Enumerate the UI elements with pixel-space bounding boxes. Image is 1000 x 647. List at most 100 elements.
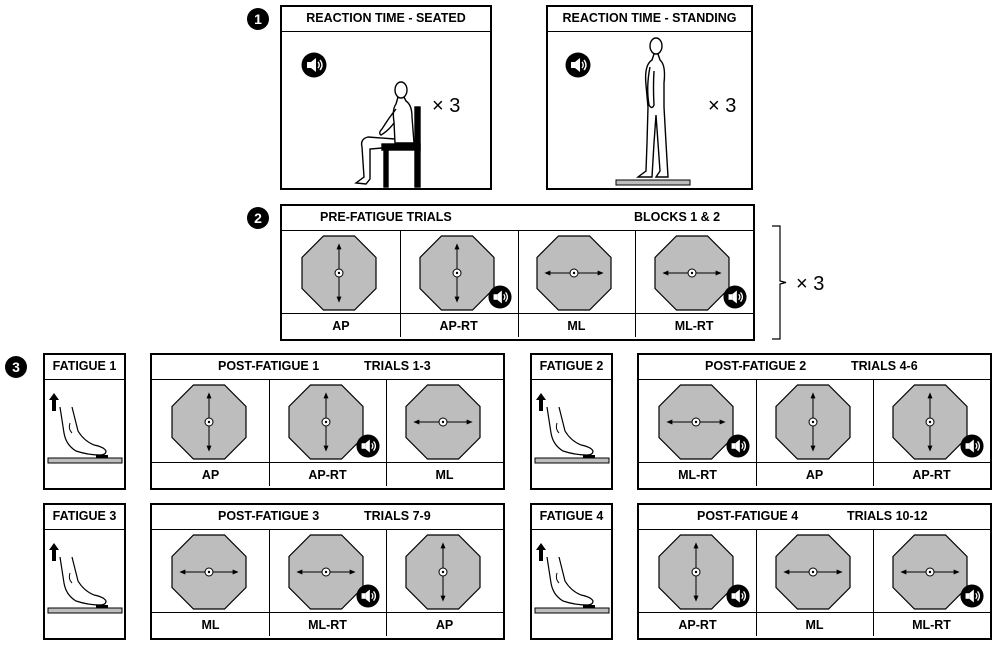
post-fatigue-trials: TRIALS 10-12 xyxy=(847,509,928,523)
post-fatigue-condition-label: AP xyxy=(435,618,454,632)
post-fatigue-title: POST-FATIGUE 4 xyxy=(697,509,799,523)
fatigue-panel: FATIGUE 1 xyxy=(43,353,126,490)
reaction-standing-panel: REACTION TIME - STANDING × 3 xyxy=(546,5,753,190)
speaker-icon xyxy=(356,434,380,458)
fatigue-title: FATIGUE 2 xyxy=(532,355,611,380)
repeat-bracket xyxy=(772,225,787,340)
pre-fatigue-cell-divider xyxy=(517,231,519,337)
octagon-target-icon xyxy=(536,235,612,311)
octagon-target-icon xyxy=(287,384,364,460)
fatigue-panel: FATIGUE 4 xyxy=(530,503,613,640)
standing-person-icon xyxy=(615,37,691,186)
pre-fatigue-condition-label: ML-RT xyxy=(674,319,714,333)
speaker-icon xyxy=(301,52,327,78)
pre-fatigue-condition-label: AP-RT xyxy=(439,319,478,333)
foot-raise-icon xyxy=(47,543,123,614)
pre-fatigue-reps: × 3 xyxy=(796,273,825,295)
fatigue-title: FATIGUE 1 xyxy=(45,355,124,380)
post-fatigue-header: POST-FATIGUE 1 TRIALS 1-3 xyxy=(152,355,503,380)
reaction-standing-title: REACTION TIME - STANDING xyxy=(548,7,751,32)
post-fatigue-header: POST-FATIGUE 2 TRIALS 4-6 xyxy=(639,355,990,380)
post-fatigue-label-divider xyxy=(152,612,503,613)
step-2-marker: 2 xyxy=(247,207,269,229)
pre-fatigue-condition-label: ML xyxy=(567,319,586,333)
reaction-seated-panel: REACTION TIME - SEATED × 3 xyxy=(280,5,492,190)
post-fatigue-cell-divider xyxy=(269,380,270,486)
speaker-icon xyxy=(726,434,750,458)
post-fatigue-trials: TRIALS 4-6 xyxy=(851,359,918,373)
post-fatigue-header: POST-FATIGUE 3 TRIALS 7-9 xyxy=(152,505,503,530)
post-fatigue-label-divider xyxy=(639,612,990,613)
reaction-seated-title: REACTION TIME - SEATED xyxy=(282,7,490,32)
pre-fatigue-panel: PRE-FATIGUE TRIALS BLOCKS 1 & 2 AP AP-RT… xyxy=(280,204,755,341)
step-3-marker: 3 xyxy=(5,356,27,378)
speaker-icon xyxy=(487,285,512,309)
seated-reps: × 3 xyxy=(432,95,461,117)
post-fatigue-condition-label: ML xyxy=(435,468,454,482)
foot-raise-icon xyxy=(47,393,123,464)
post-fatigue-label-divider xyxy=(152,462,503,463)
octagon-target-icon xyxy=(774,534,851,610)
fatigue-panel: FATIGUE 3 xyxy=(43,503,126,640)
post-fatigue-trials: TRIALS 1-3 xyxy=(364,359,431,373)
post-fatigue-cell-divider xyxy=(873,530,874,636)
post-fatigue-cell-divider xyxy=(756,380,757,486)
fatigue-title: FATIGUE 3 xyxy=(45,505,124,530)
octagon-target-icon xyxy=(419,235,495,311)
post-fatigue-condition-label: ML-RT xyxy=(308,618,347,632)
post-fatigue-condition-label: AP-RT xyxy=(678,618,717,632)
foot-raise-icon xyxy=(534,543,610,614)
pre-fatigue-cell-divider xyxy=(399,231,401,337)
post-fatigue-condition-label: ML xyxy=(805,618,824,632)
octagon-target-icon xyxy=(891,384,968,460)
pre-fatigue-condition-label: AP xyxy=(332,319,350,333)
octagon-target-icon xyxy=(404,384,481,460)
foot-raise-icon xyxy=(534,393,610,464)
post-fatigue-condition-label: ML-RT xyxy=(912,618,951,632)
octagon-target-icon xyxy=(170,384,247,460)
post-fatigue-cell-divider xyxy=(873,380,874,486)
post-fatigue-condition-label: AP-RT xyxy=(912,468,951,482)
speaker-icon xyxy=(356,584,380,608)
fatigue-panel: FATIGUE 2 xyxy=(530,353,613,490)
octagon-target-icon xyxy=(287,534,364,610)
octagon-target-icon xyxy=(891,534,968,610)
post-fatigue-condition-label: AP-RT xyxy=(308,468,347,482)
octagon-target-icon xyxy=(774,384,851,460)
post-fatigue-panel: POST-FATIGUE 3 TRIALS 7-9 ML ML-RT AP xyxy=(150,503,505,640)
post-fatigue-condition-label: ML-RT xyxy=(678,468,717,482)
post-fatigue-cell-divider xyxy=(756,530,757,636)
post-fatigue-panel: POST-FATIGUE 1 TRIALS 1-3 AP AP-RT ML xyxy=(150,353,505,490)
post-fatigue-condition-label: AP xyxy=(201,468,220,482)
pre-fatigue-cell-divider xyxy=(635,231,637,337)
fatigue-title: FATIGUE 4 xyxy=(532,505,611,530)
post-fatigue-cell-divider xyxy=(269,530,270,636)
post-fatigue-condition-label: ML xyxy=(201,618,220,632)
post-fatigue-title: POST-FATIGUE 3 xyxy=(218,509,320,523)
standing-reps: × 3 xyxy=(708,95,737,117)
step-1-marker: 1 xyxy=(247,8,269,30)
post-fatigue-title: POST-FATIGUE 2 xyxy=(705,359,807,373)
octagon-target-icon xyxy=(404,534,481,610)
post-fatigue-panel: POST-FATIGUE 4 TRIALS 10-12 AP-RT ML xyxy=(637,503,992,640)
post-fatigue-label-divider xyxy=(639,462,990,463)
post-fatigue-condition-label: AP xyxy=(805,468,824,482)
speaker-icon xyxy=(726,584,750,608)
octagon-target-icon xyxy=(301,235,377,311)
octagon-target-icon xyxy=(170,534,247,610)
speaker-icon xyxy=(960,584,984,608)
octagon-target-icon xyxy=(657,384,734,460)
octagon-target-icon xyxy=(657,534,734,610)
post-fatigue-header: POST-FATIGUE 4 TRIALS 10-12 xyxy=(639,505,990,530)
post-fatigue-cell-divider xyxy=(386,380,387,486)
speaker-icon xyxy=(960,434,984,458)
pre-fatigue-header: PRE-FATIGUE TRIALS BLOCKS 1 & 2 xyxy=(282,206,753,231)
post-fatigue-panel: POST-FATIGUE 2 TRIALS 4-6 ML-RT AP xyxy=(637,353,992,490)
post-fatigue-cell-divider xyxy=(386,530,387,636)
post-fatigue-title: POST-FATIGUE 1 xyxy=(218,359,320,373)
pre-fatigue-blocks: BLOCKS 1 & 2 xyxy=(634,210,721,224)
speaker-icon xyxy=(565,52,591,78)
speaker-icon xyxy=(723,285,747,309)
pre-fatigue-title: PRE-FATIGUE TRIALS xyxy=(320,210,452,224)
octagon-target-icon xyxy=(654,235,730,311)
